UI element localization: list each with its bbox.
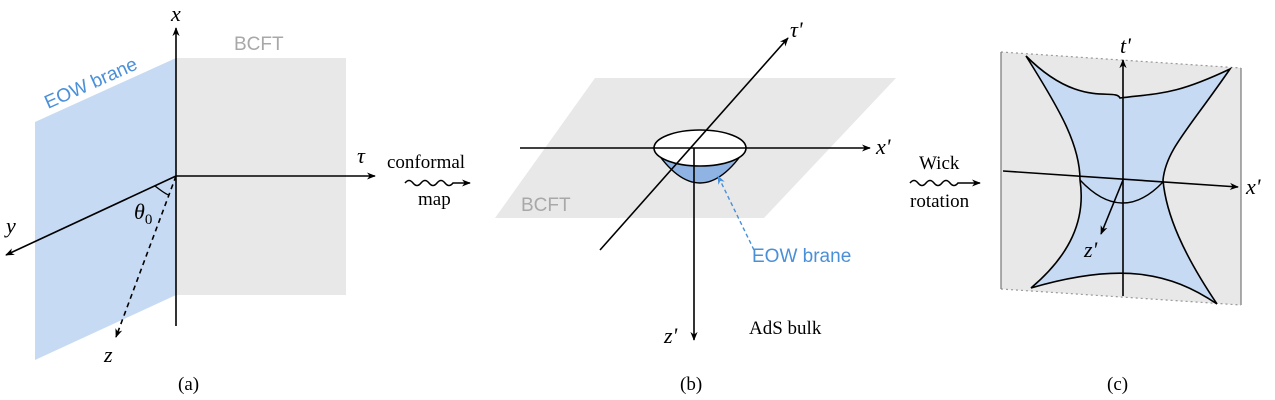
tau-label-b: τ'	[790, 17, 803, 42]
x-label-b: x'	[875, 134, 891, 159]
panel-b: τ' x' z' BCFT EOW brane AdS bulk (b)	[495, 17, 896, 395]
x-label-a: x	[170, 1, 181, 26]
z-axis-a	[115, 175, 177, 338]
z-axis-c	[1100, 179, 1124, 235]
y-axis-a	[5, 175, 177, 256]
x-axis-c	[1002, 170, 1239, 191]
waist-lower-arc	[1079, 179, 1164, 204]
eow-brane-label-b: EOW brane	[752, 246, 851, 267]
x-label-c: x'	[1245, 174, 1261, 199]
wick-label: Wick	[919, 153, 960, 174]
map-label: map	[418, 189, 451, 210]
tau-label-a: τ	[357, 143, 366, 168]
wavy-arrow-2	[909, 179, 981, 187]
bcft-label-a: BCFT	[234, 34, 284, 55]
y-label-a: y	[4, 213, 16, 238]
panel-c: t' x' z' (c)	[1000, 33, 1261, 395]
rotation-label: rotation	[910, 191, 970, 212]
caption-a: (a)	[178, 374, 199, 395]
panel-a: x τ y z θ0 EOW brane BCFT (a)	[4, 1, 376, 395]
ads-bulk-label: AdS bulk	[749, 318, 822, 339]
wick-rotation-arrow: Wick rotation	[909, 153, 981, 212]
wavy-arrow-1	[404, 179, 471, 187]
conformal-label: conformal	[387, 152, 465, 173]
caption-c: (c)	[1107, 374, 1128, 395]
tau-axis-b	[599, 37, 789, 251]
theta-label-a: θ0	[134, 199, 152, 228]
angle-arc-a	[154, 185, 170, 196]
bottom-dotted-edge	[1000, 288, 1242, 306]
t-label-c: t'	[1120, 33, 1131, 58]
z-label-a: z	[103, 342, 113, 367]
z-label-b: z'	[663, 323, 678, 348]
z-label-c: z'	[1083, 237, 1098, 262]
caption-b: (b)	[680, 374, 702, 395]
conformal-map-arrow: conformal map	[387, 152, 471, 210]
bcft-label-b: BCFT	[521, 195, 571, 216]
